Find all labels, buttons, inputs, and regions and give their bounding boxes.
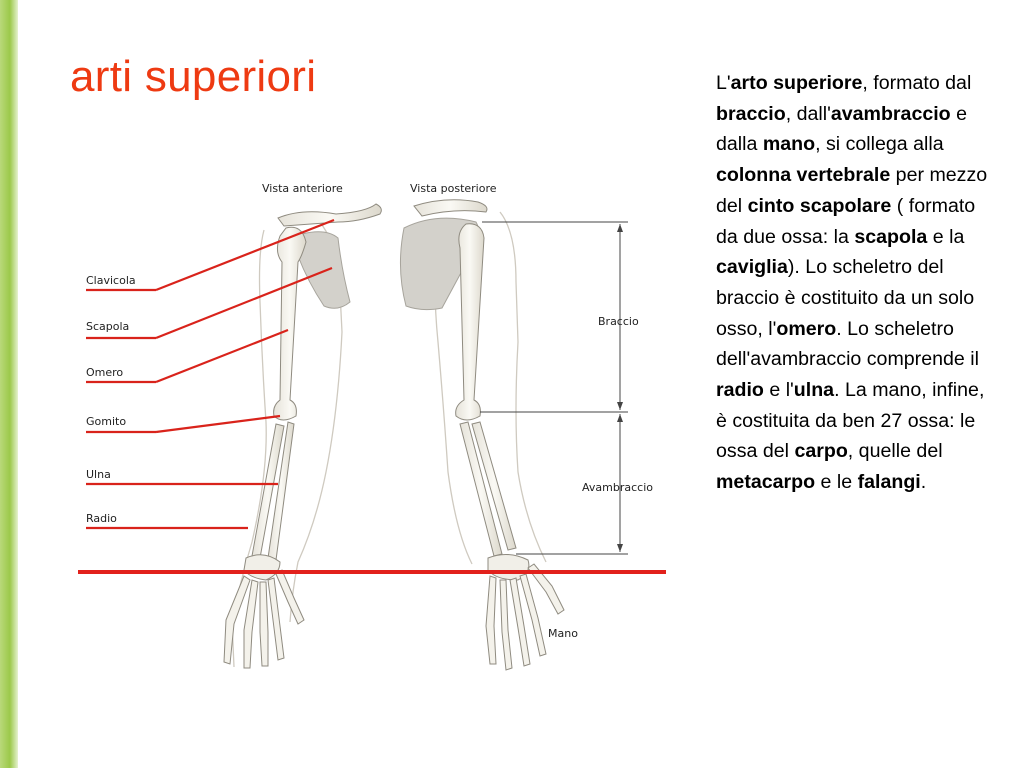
label-mano: Mano	[548, 627, 578, 640]
label-anterior-view: Vista anteriore	[262, 182, 343, 195]
description-paragraph: L'arto superiore, formato dal braccio, d…	[716, 72, 988, 494]
slide-title: arti superiori	[70, 52, 317, 101]
anterior-arm	[223, 203, 382, 669]
label-clavicola: Clavicola	[86, 274, 136, 287]
label-posterior-view: Vista posteriore	[410, 182, 497, 195]
label-radio: Radio	[86, 512, 117, 525]
pointer-lines	[86, 218, 335, 530]
dimension-markers	[480, 221, 628, 555]
label-omero: Omero	[86, 366, 123, 379]
label-braccio: Braccio	[598, 315, 639, 328]
label-ulna: Ulna	[86, 468, 111, 481]
side-accent-bar	[0, 0, 18, 768]
label-gomito: Gomito	[86, 415, 126, 428]
arm-skeleton-illustration: Vista anteriore Vista posteriore Clavico…	[76, 172, 668, 674]
label-avambraccio: Avambraccio	[582, 481, 653, 494]
label-scapola: Scapola	[86, 320, 129, 333]
posterior-arm	[399, 199, 565, 671]
